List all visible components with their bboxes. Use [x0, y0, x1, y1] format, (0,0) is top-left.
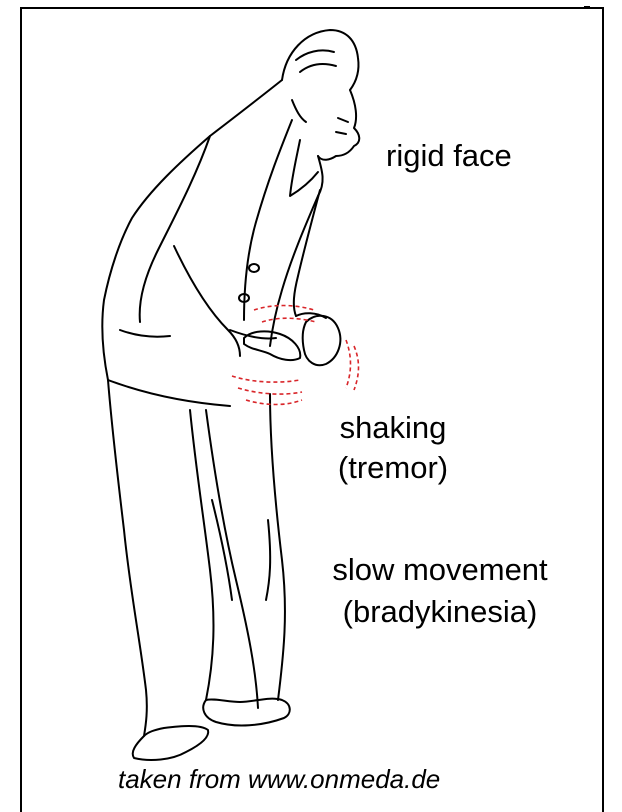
head-outline — [282, 30, 359, 90]
left-sleeve — [174, 246, 240, 356]
tremor-mark — [354, 346, 359, 390]
front-leg-inner — [206, 410, 258, 708]
bradykinesia-label-line1: slow movement — [302, 552, 578, 588]
rigid-face-label: rigid face — [386, 138, 512, 174]
jacket-front — [270, 196, 318, 346]
right-arm — [294, 190, 320, 316]
jacket-button — [249, 264, 259, 272]
jacket-back — [102, 80, 282, 380]
source-credit: taken from www.onmeda.de — [118, 764, 440, 795]
back-leg-outer — [108, 380, 147, 736]
tremor-marks — [232, 306, 359, 405]
patient-line-art — [102, 30, 359, 760]
tremor-label-line1: shaking — [318, 410, 468, 446]
face-profile — [318, 90, 359, 160]
tremor-label-line2: (tremor) — [318, 450, 468, 486]
back-leg-inner — [190, 410, 213, 700]
right-hand — [303, 316, 341, 365]
tremor-mark — [346, 340, 351, 388]
front-leg-outer — [270, 394, 285, 700]
tremor-mark — [246, 400, 302, 405]
lapel — [244, 120, 292, 320]
front-shoe — [203, 699, 290, 726]
tremor-mark — [232, 376, 300, 382]
tremor-mark — [254, 306, 314, 311]
bradykinesia-label-line2: (bradykinesia) — [302, 594, 578, 630]
jacket-hem — [108, 380, 230, 406]
